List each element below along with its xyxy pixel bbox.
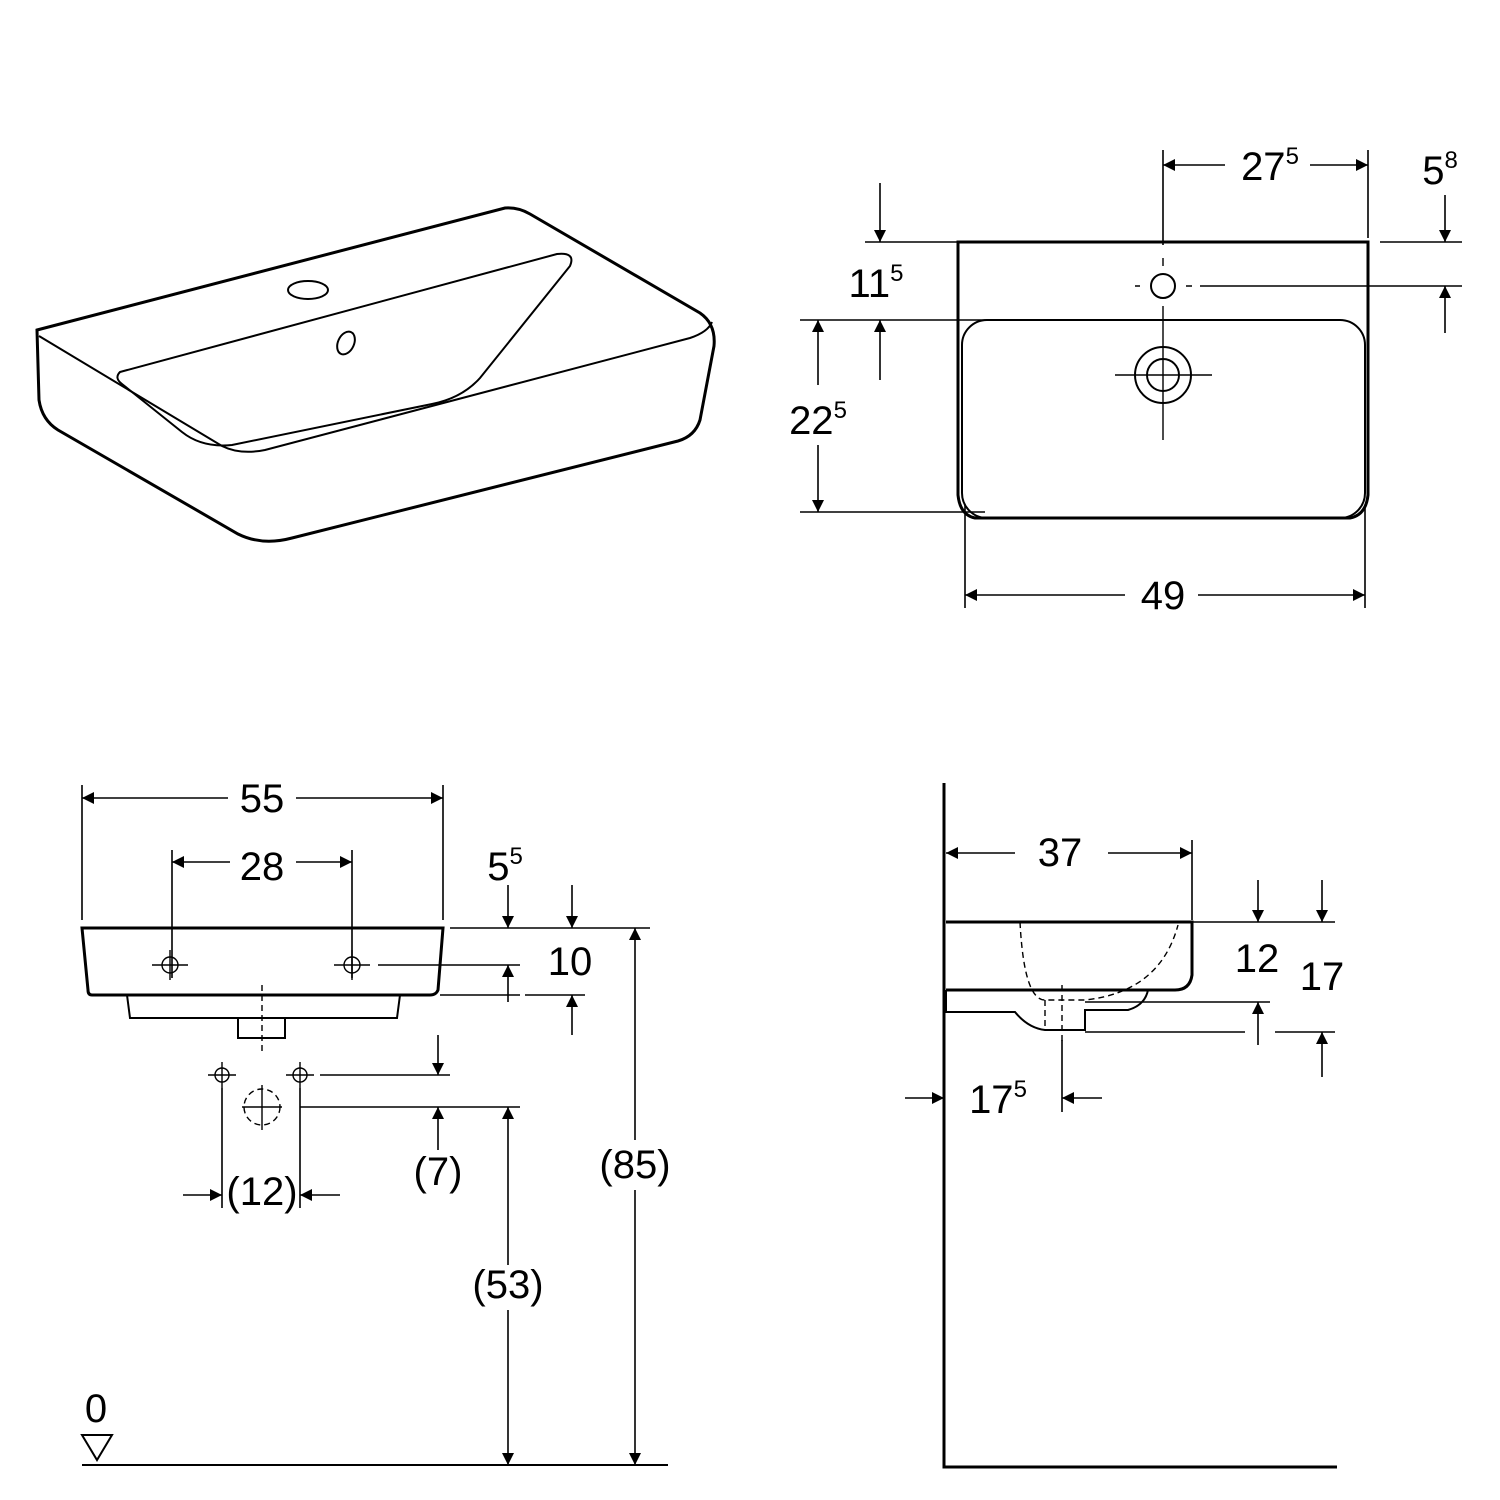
bowl-hidden-line (1019, 921, 1179, 1030)
dim-tap-hole-offset: 275 (1241, 143, 1299, 189)
isometric-view (35, 206, 716, 543)
dim-bowl-from-back: 115 (849, 260, 904, 306)
fixing-hole-left (152, 950, 188, 980)
ext-lines (81, 785, 444, 920)
tap-hole-plan (1150, 273, 1176, 299)
dim-supply-spacing: (12) (226, 1170, 297, 1214)
dim-supply-offset: (7) (414, 1150, 463, 1194)
dim-projection: 37 (1038, 831, 1083, 875)
dim-bowl-depth: 225 (789, 397, 847, 443)
waste-connection (242, 1085, 282, 1130)
wall-and-floor (942, 783, 1337, 1469)
dim-fixing-height: 55 (487, 843, 523, 889)
dim-rim-height: 10 (548, 940, 593, 984)
basin-underside (126, 994, 401, 1019)
floor-level-symbol (80, 1434, 114, 1462)
dim-waste-height: (53) (472, 1263, 543, 1307)
plan-view: 275 58 115 225 49 (789, 143, 1462, 618)
centre-lines (1135, 258, 1192, 440)
supply-left (208, 1062, 236, 1088)
basin-side-underside (945, 989, 1149, 1031)
tap-hole (287, 280, 329, 300)
ext-lines (1200, 241, 1462, 287)
dim-bowl-height: 12 (1235, 937, 1280, 981)
ext-lines (300, 1074, 520, 1108)
ext-lines (378, 927, 650, 996)
dim-width: 55 (240, 777, 285, 821)
overflow-hole (336, 330, 356, 356)
dim-depth: 49 (1141, 574, 1186, 618)
bowl-outline (116, 252, 573, 447)
dim-total-height: (85) (599, 1143, 670, 1187)
basin-side (946, 920, 1194, 992)
side-view: 37 12 17 175 (905, 783, 1345, 1469)
dim-tap-hole-from-back: 58 (1422, 147, 1458, 193)
floor-level-label: 0 (85, 1387, 107, 1431)
dim-fixing-distance: 28 (240, 845, 285, 889)
rim-edge (38, 321, 713, 453)
ext-lines (171, 850, 353, 978)
supply-right (286, 1062, 314, 1088)
front-view: 55 28 55 10 (85) (7) (53) (12) 0 (80, 777, 671, 1466)
basin-outline (35, 206, 716, 543)
dim-waste-from-wall: 175 (969, 1076, 1027, 1122)
ext-lines (1085, 921, 1335, 1033)
basin-plan-outline (956, 240, 1370, 520)
ext-lines (221, 1088, 301, 1208)
dim-overall-height: 17 (1300, 955, 1345, 999)
basin-front (80, 926, 445, 997)
